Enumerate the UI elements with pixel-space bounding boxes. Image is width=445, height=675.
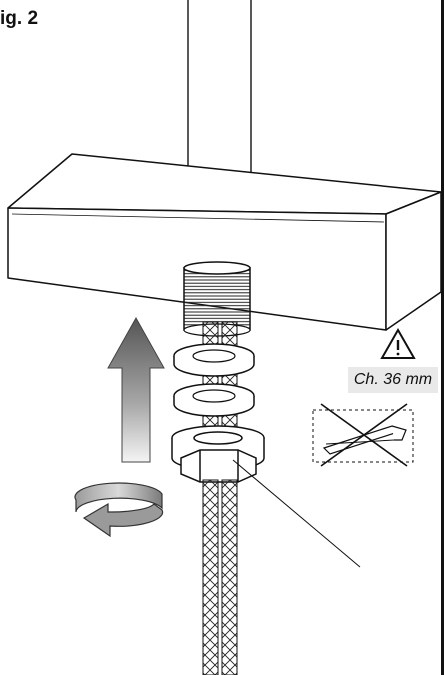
wrench-size-label: Ch. 36 mm [348, 367, 438, 393]
figure-frame-edge [441, 0, 444, 675]
braided-hoses-lower [202, 479, 238, 675]
upward-arrow-icon [107, 316, 165, 463]
braided-hoses-upper [202, 321, 238, 443]
leader-line [232, 459, 361, 568]
fixing-nut [171, 425, 265, 483]
rotation-arrow-icon [74, 482, 164, 538]
threaded-shank [183, 261, 251, 337]
washer-upper [173, 343, 255, 377]
crossed-out-pipe-wrench-icon [312, 403, 414, 467]
figure-label: ig. 2 [0, 8, 39, 29]
washer-lower [173, 383, 255, 417]
support-column [187, 0, 252, 176]
warning-triangle-icon [380, 327, 416, 359]
